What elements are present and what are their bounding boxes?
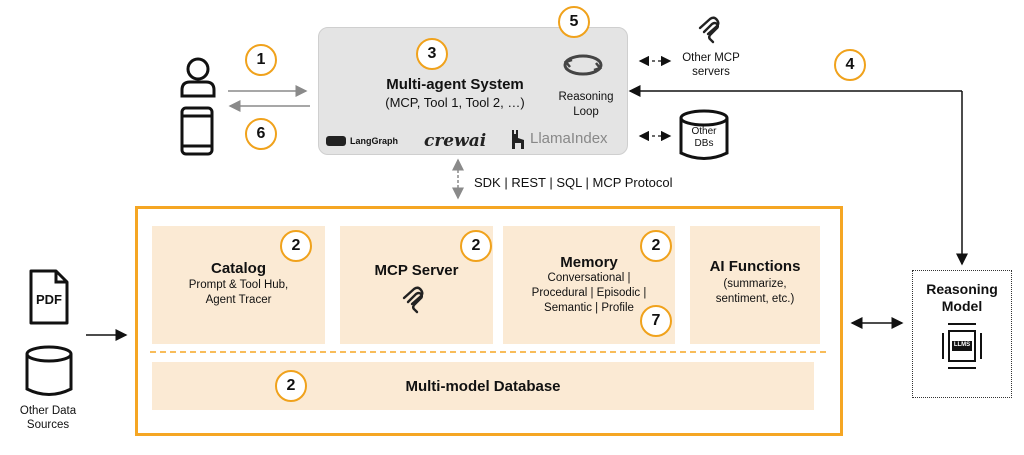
- step-3-badge: 3: [416, 38, 448, 70]
- reasoning-model-title-1: Reasoning: [926, 281, 998, 297]
- step-4-badge: 4: [834, 49, 866, 81]
- mas-subtitle: (MCP, Tool 1, Tool 2, …): [385, 95, 525, 110]
- mas-title: Multi-agent System: [386, 76, 524, 93]
- llama-icon: [512, 130, 524, 149]
- memory-line-3: Semantic | Profile: [544, 302, 634, 314]
- llamaindex-logo: LlamaIndex: [530, 130, 608, 147]
- catalog-line-1: Prompt & Tool Hub,: [188, 279, 289, 291]
- database-title: Multi-model Database: [405, 378, 561, 395]
- other-mcp-label-2: servers: [692, 66, 730, 78]
- protocol-label: SDK | REST | SQL | MCP Protocol: [474, 175, 673, 190]
- memory-line-2: Procedural | Episodic |: [531, 287, 647, 299]
- other-dbs-cylinder: [679, 109, 729, 160]
- multi-agent-system: [318, 27, 628, 155]
- reasoning-model-title-2: Model: [941, 298, 983, 314]
- catalog-title: Catalog: [210, 260, 266, 277]
- langgraph-logo: LangGraph: [326, 136, 398, 146]
- data-sources-cylinder: [25, 345, 73, 396]
- reasoning-model-box: Reasoning Model LLMS: [912, 270, 1012, 398]
- step-2-memory-badge: 2: [640, 230, 672, 262]
- catalog-line-2: Agent Tracer: [205, 294, 272, 306]
- ai-functions-line-2: sentiment, etc.): [715, 293, 795, 305]
- step-2-database-badge: 2: [275, 370, 307, 402]
- other-dbs-label: Other DBs: [691, 126, 717, 149]
- pdf-file-icon: [29, 269, 69, 325]
- loop-label-2: Loop: [573, 106, 599, 118]
- step-2-mcp-badge: 2: [460, 230, 492, 262]
- other-mcp-label-1: Other MCP: [682, 52, 740, 64]
- llm-badge: LLMS: [953, 342, 971, 348]
- mobile-device-icon: [180, 106, 214, 156]
- ai-functions-card: AI Functions (summarize, sentiment, etc.…: [690, 226, 820, 344]
- ai-functions-line-1: (summarize,: [723, 278, 787, 290]
- platform-container: [135, 206, 843, 436]
- step-2-catalog-badge: 2: [280, 230, 312, 262]
- other-data-sources-label: Other Data Sources: [19, 405, 77, 431]
- step-7-badge: 7: [640, 305, 672, 337]
- mcp-server-title: MCP Server: [374, 262, 459, 279]
- step-1-badge: 1: [245, 44, 277, 76]
- llm-chip-icon: [942, 323, 982, 369]
- crewai-logo: crewai: [424, 131, 487, 151]
- pdf-label: PDF: [36, 292, 62, 307]
- step-5-badge: 5: [558, 6, 590, 38]
- memory-title: Memory: [560, 254, 618, 271]
- user-icon: [180, 57, 216, 98]
- memory-line-1: Conversational |: [547, 272, 631, 284]
- reasoning-loop-icon: [563, 54, 603, 76]
- ai-functions-title: AI Functions: [709, 258, 801, 275]
- step-6-badge: 6: [245, 118, 277, 150]
- loop-label-1: Reasoning: [558, 91, 614, 103]
- mcp-server-icon: [402, 286, 424, 314]
- database-bar: Multi-model Database: [152, 362, 814, 410]
- mcp-logo-icon: [698, 16, 720, 44]
